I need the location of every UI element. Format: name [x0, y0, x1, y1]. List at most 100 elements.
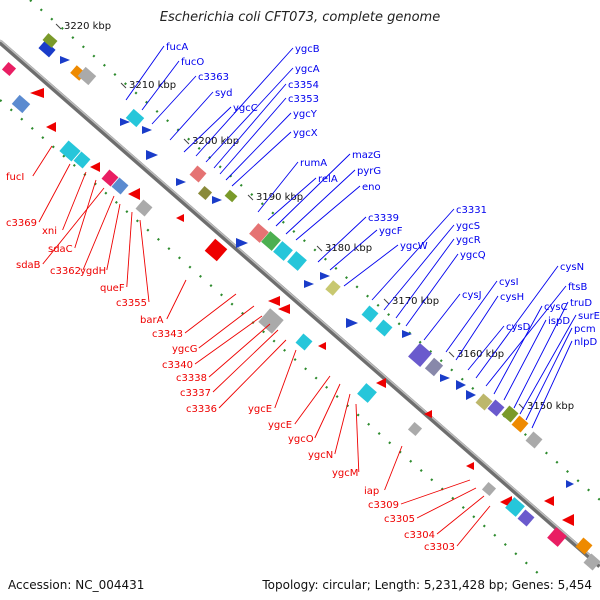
- forward-gene-label: ygcB: [295, 44, 320, 55]
- forward-gene-label: truD: [570, 298, 592, 309]
- reverse-gene-arrow: [176, 214, 184, 222]
- forward-gene-block: [525, 431, 543, 449]
- reverse-gene-label: c3336: [186, 404, 217, 415]
- forward-gene-block: [224, 189, 238, 203]
- forward-gene-arrow: [176, 178, 186, 186]
- reverse-gene-arrow: [544, 496, 554, 506]
- forward-label-leader: [151, 75, 197, 125]
- forward-label-leader: [503, 319, 547, 401]
- forward-label-leader: [231, 131, 292, 187]
- forward-gene-arrow: [440, 374, 450, 382]
- genome-summary-text: Topology: circular; Length: 5,231,428 bp…: [262, 578, 592, 592]
- forward-gene-label: cysC: [544, 302, 568, 313]
- reverse-gene-label: c3362: [50, 266, 81, 277]
- reverse-gene-label: ygcM: [332, 468, 358, 479]
- reverse-gene-label: fucI: [6, 172, 24, 183]
- genome-backbone-highlight: [0, 39, 600, 565]
- reverse-gene-block: [1, 61, 17, 77]
- reverse-label-leader: [436, 495, 485, 535]
- reverse-gene-label: ygcE: [248, 404, 272, 415]
- forward-gene-block: [375, 319, 393, 337]
- reverse-gene-arrow: [318, 342, 326, 350]
- tick-mark: [448, 351, 455, 358]
- forward-gene-label: cysN: [560, 262, 584, 273]
- forward-gene-block: [125, 108, 145, 128]
- reverse-label-leader: [42, 187, 105, 265]
- reverse-label-leader: [294, 375, 331, 425]
- reverse-gene-label: xni: [42, 226, 57, 237]
- reverse-label-leader: [198, 305, 255, 349]
- reverse-label-leader: [184, 293, 237, 334]
- forward-gene-label: fucO: [181, 57, 204, 68]
- reverse-gene-label: c3305: [384, 514, 415, 525]
- forward-label-leader: [493, 305, 543, 395]
- reverse-gene-label: c3338: [176, 373, 207, 384]
- forward-gene-label: cysD: [506, 322, 531, 333]
- forward-gene-label: ygcQ: [460, 250, 486, 261]
- forward-gene-label: ygcX: [293, 128, 318, 139]
- reverse-gene-block: [111, 177, 129, 195]
- reverse-label-leader: [82, 195, 115, 271]
- tick-mark: [316, 245, 323, 252]
- reverse-gene-block: [135, 199, 153, 217]
- reverse-label-leader: [355, 403, 360, 473]
- forward-gene-arrow: [566, 480, 574, 488]
- forward-label-leader: [405, 253, 459, 327]
- reverse-gene-label: sdaC: [48, 244, 73, 255]
- tick-mark: [55, 23, 62, 30]
- forward-gene-block: [487, 399, 505, 417]
- forward-label-leader: [329, 229, 378, 271]
- forward-label-leader: [205, 67, 294, 163]
- reverse-label-leader: [126, 211, 133, 288]
- forward-gene-arrow: [466, 390, 476, 400]
- forward-gene-block: [325, 280, 341, 296]
- forward-gene-block: [197, 185, 213, 201]
- forward-gene-label: rumA: [300, 158, 327, 169]
- reverse-gene-arrow: [90, 162, 100, 172]
- forward-label-leader: [125, 45, 165, 101]
- forward-gene-block: [273, 241, 293, 261]
- forward-gene-arrow: [142, 126, 152, 134]
- forward-label-leader: [267, 177, 317, 221]
- reverse-gene-arrow: [424, 410, 432, 418]
- forward-gene-label: ygcS: [456, 221, 480, 232]
- reverse-label-leader: [38, 163, 71, 223]
- tick-mark: [120, 82, 127, 89]
- forward-gene-block: [501, 405, 519, 423]
- forward-gene-arrow: [346, 318, 358, 328]
- reverse-gene-label: barA: [140, 315, 164, 326]
- reverse-gene-arrow: [128, 188, 140, 200]
- reverse-label-leader: [74, 179, 97, 249]
- forward-gene-arrow: [120, 118, 130, 126]
- reverse-gene-arrow: [268, 296, 280, 306]
- reverse-label-leader: [62, 171, 87, 231]
- tick-mark: [183, 138, 190, 145]
- forward-gene-label: cysJ: [462, 290, 482, 301]
- reverse-label-leader: [212, 329, 279, 393]
- reverse-gene-label: ygcN: [308, 450, 333, 461]
- forward-gene-block: [424, 357, 444, 377]
- tick-label: 3150 kbp: [527, 401, 574, 412]
- reverse-gene-arrow: [562, 514, 574, 526]
- forward-gene-block: [287, 251, 307, 271]
- reverse-gene-block: [583, 553, 600, 571]
- forward-gene-label: eno: [362, 182, 381, 193]
- forward-gene-label: pcm: [574, 324, 596, 335]
- reverse-gene-arrow: [278, 304, 290, 314]
- reverse-gene-block: [11, 94, 31, 114]
- forward-label-leader: [525, 327, 573, 421]
- reverse-label-leader: [218, 339, 287, 409]
- forward-gene-label: relA: [318, 174, 338, 185]
- forward-label-leader: [275, 153, 351, 227]
- forward-gene-label: nlpD: [574, 337, 597, 348]
- reverse-label-leader: [106, 203, 121, 271]
- reverse-gene-label: c3337: [180, 388, 211, 399]
- forward-gene-block: [42, 33, 58, 48]
- forward-gene-label: fucA: [166, 42, 188, 53]
- forward-gene-label: ygcW: [400, 241, 428, 252]
- forward-gene-label: cysI: [499, 277, 519, 288]
- forward-label-leader: [383, 224, 455, 311]
- reverse-gene-block: [481, 481, 497, 497]
- forward-label-leader: [395, 238, 455, 319]
